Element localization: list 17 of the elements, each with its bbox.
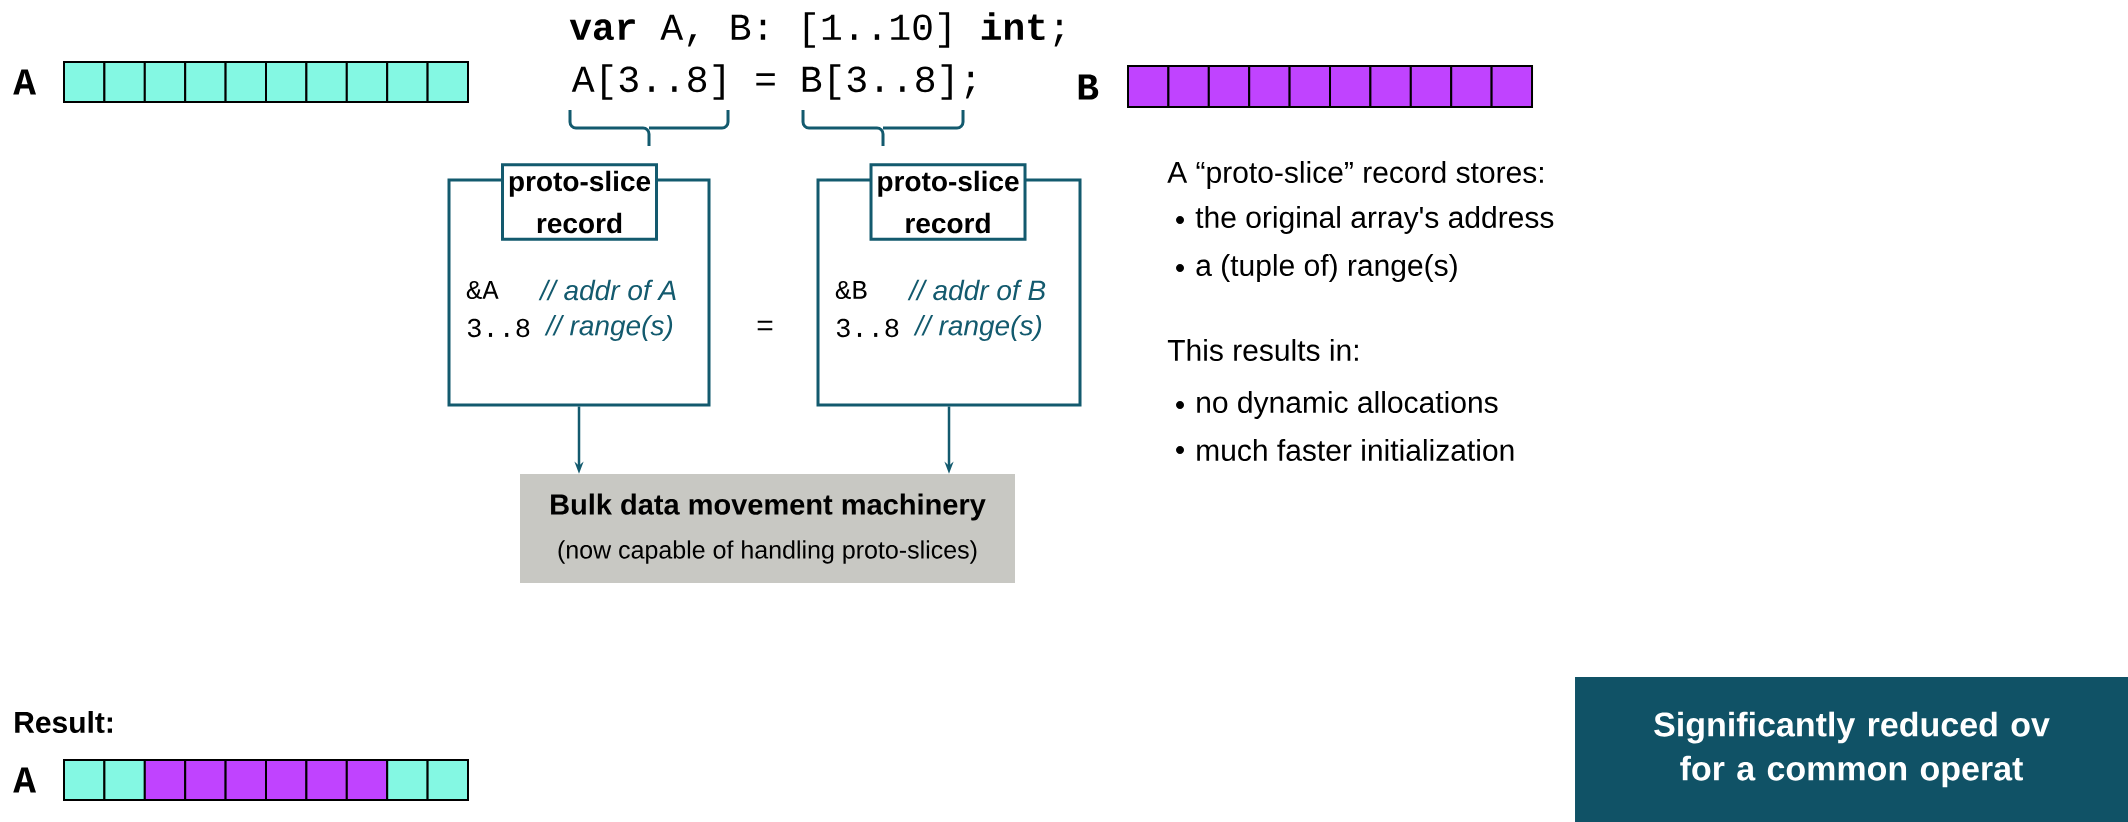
result-label: Result: (15, 711, 112, 734)
bullet-item: no dynamic allocations (1197, 391, 1498, 419)
array-label: A (13, 69, 36, 95)
array-label: B (1078, 74, 1099, 100)
bullet-item: much faster initialization (1197, 439, 1514, 462)
note-text: This results in: (1167, 339, 1358, 362)
bullet-item: the original array's address (1195, 206, 1554, 234)
code-line: var A, B: [1..10] int; (569, 12, 1063, 48)
note-text: A “proto-slice” record stores: (1167, 161, 1543, 189)
equals-sign: = (757, 320, 773, 331)
process-box: Bulk data movement machinery (now capable of handling proto-slices) (520, 474, 1015, 583)
summary-box: Significantly reduced ov for a common operat (1575, 677, 2128, 822)
header-box: proto-slice record (501, 163, 658, 241)
bullet-item: a (tuple of) range(s) (1196, 254, 1457, 282)
array-label: A (13, 767, 36, 793)
code-line: A[3..8] = B[3..8]; (571, 64, 974, 100)
header-box: proto-slice record (869, 163, 1027, 241)
